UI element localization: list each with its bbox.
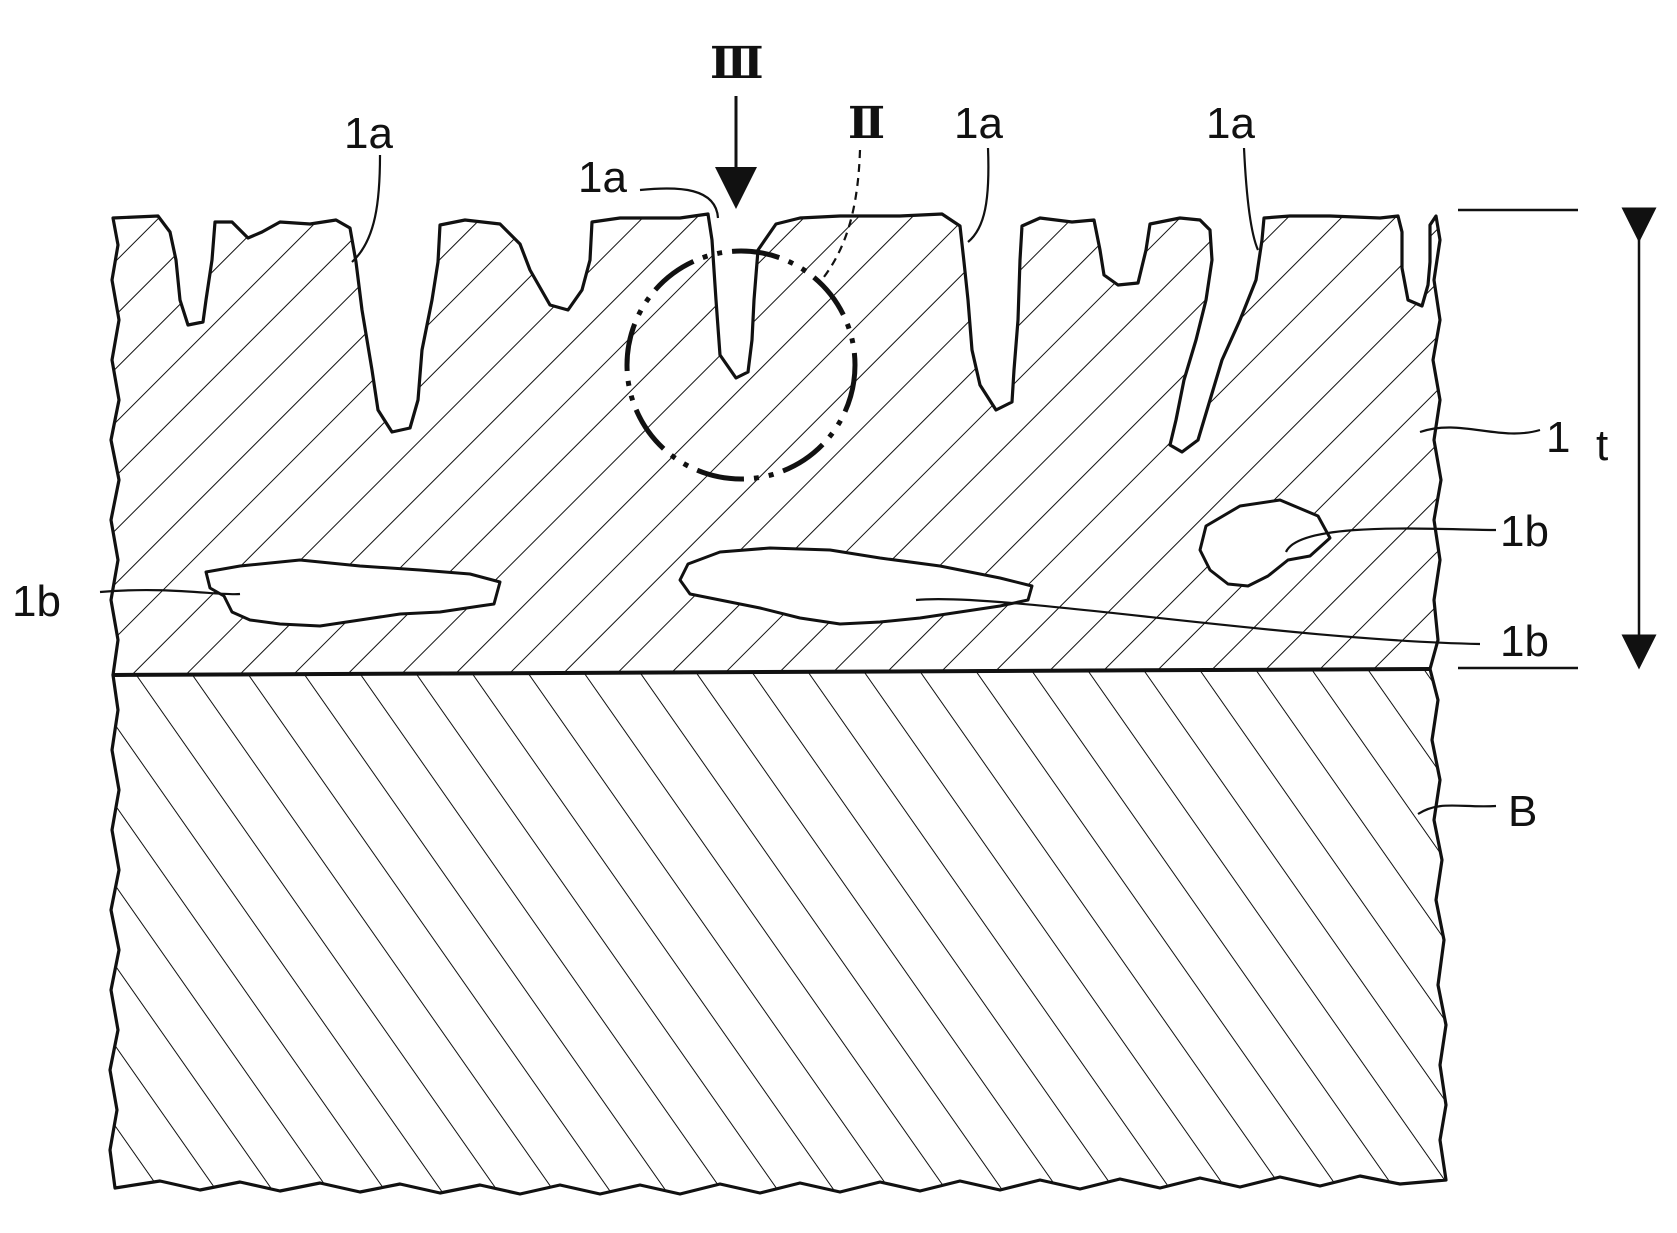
substrate-base-region bbox=[110, 669, 1446, 1194]
label-thickness: t bbox=[1596, 421, 1608, 470]
label-detail-circle: Ⅱ bbox=[848, 99, 885, 148]
leader-crack-c bbox=[968, 148, 988, 242]
label-crack-d: 1a bbox=[1206, 99, 1255, 148]
label-base: B bbox=[1508, 787, 1537, 836]
label-crack-c: 1a bbox=[954, 99, 1003, 148]
label-pore-right: 1b bbox=[1500, 507, 1549, 556]
label-crack-a: 1a bbox=[344, 109, 393, 158]
label-pore-left: 1b bbox=[12, 577, 61, 626]
leader-crack-a bbox=[352, 155, 380, 262]
leader-crack-d bbox=[1244, 148, 1258, 250]
label-pore-center: 1b bbox=[1500, 617, 1549, 666]
leader-layer bbox=[1420, 427, 1540, 433]
label-view-arrow: Ⅲ bbox=[710, 39, 764, 88]
label-crack-b: 1a bbox=[578, 153, 627, 202]
label-layer: 1 bbox=[1546, 413, 1570, 462]
